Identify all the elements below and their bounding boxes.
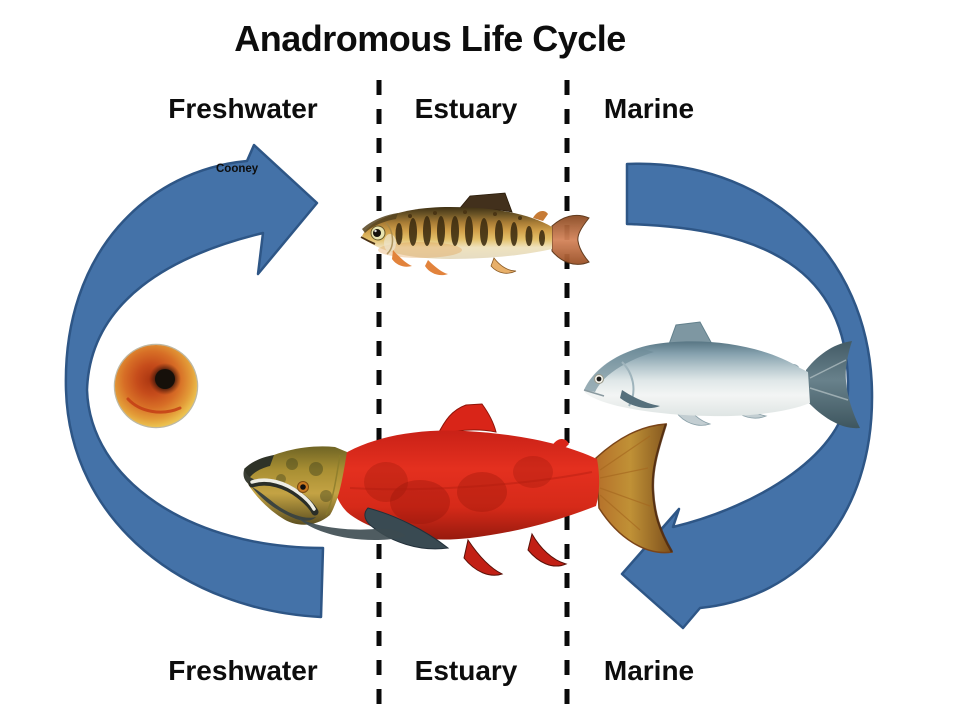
sockeye-dorsal-fin	[436, 403, 497, 437]
parr-pelvic-fin	[425, 260, 448, 276]
ocean-salmon-tail-fin	[806, 341, 860, 429]
parr-tail-fin	[551, 214, 590, 265]
sockeye-pupil	[300, 484, 306, 490]
egg-eyespot	[155, 369, 175, 389]
zone-label-top-marine: Marine	[603, 93, 695, 124]
sockeye-head-mottle	[286, 458, 298, 470]
parr-mark	[480, 218, 488, 246]
zone-label-top-estuary: Estuary	[414, 93, 518, 124]
sockeye-lateral-line	[349, 471, 593, 491]
ocean-adult-salmon-figure	[583, 321, 860, 429]
parr-mark	[495, 220, 503, 246]
parr-anal-fin	[490, 257, 517, 274]
sockeye-anal-fin	[527, 532, 568, 567]
ocean-salmon-pupil	[596, 376, 602, 382]
sockeye-mottle	[457, 472, 507, 512]
ocean-salmon-body	[584, 341, 810, 417]
zone-label-top-freshwater: Freshwater	[168, 93, 318, 124]
ocean-salmon-mouth	[583, 389, 605, 397]
zone-label-bottom-estuary: Estuary	[414, 655, 518, 686]
sockeye-mottle	[390, 480, 450, 524]
parr-mark	[539, 230, 545, 246]
parr-mark	[451, 216, 459, 246]
parr-mark	[395, 223, 403, 245]
juvenile-parr-figure	[360, 192, 590, 276]
page-title: Anadromous Life Cycle	[234, 18, 626, 59]
parr-spot	[493, 212, 497, 216]
sockeye-isthmus-shade	[298, 518, 406, 541]
sockeye-gill-line	[325, 454, 341, 516]
attribution-label: Cooney	[216, 163, 259, 175]
sockeye-snout	[244, 455, 274, 480]
parr-eye-glint	[374, 229, 377, 233]
sockeye-head-mottle	[309, 462, 323, 476]
zone-label-bottom-marine: Marine	[603, 655, 695, 686]
spawning-sockeye-figure	[243, 403, 674, 576]
sockeye-tail-rays	[599, 435, 651, 531]
sockeye-body	[331, 430, 600, 540]
parr-pectoral-fin	[392, 250, 412, 267]
sockeye-head-mottle	[320, 490, 332, 502]
parr-mark	[525, 226, 533, 246]
parr-spot	[518, 216, 522, 220]
zone-label-bottom-freshwater: Freshwater	[168, 655, 318, 686]
ocean-salmon-pectoral-fin	[620, 390, 660, 409]
sockeye-mottle	[513, 456, 553, 488]
parr-mark	[510, 222, 518, 246]
seaward-migration-arrow	[64, 143, 325, 619]
parr-mark	[409, 218, 417, 246]
parr-spot	[433, 211, 437, 215]
sockeye-mottle	[364, 462, 408, 502]
parr-snout-shade	[362, 213, 398, 233]
ocean-salmon-tail-streaks	[809, 359, 849, 401]
parr-gill-line	[385, 222, 394, 255]
parr-spot	[408, 214, 412, 218]
sockeye-pectoral-fin	[364, 507, 450, 550]
sockeye-tail-edge	[651, 423, 674, 553]
parr-mouth	[360, 236, 376, 245]
return-migration-arrow	[620, 162, 874, 630]
salmon-egg-figure	[113, 343, 199, 429]
parr-adipose-fin	[533, 210, 548, 221]
sockeye-pelvic-fin	[463, 538, 504, 576]
parr-mark	[465, 216, 473, 246]
egg-membrane-ring	[113, 343, 199, 429]
sockeye-gape-line	[250, 478, 316, 511]
parr-spot	[463, 210, 467, 214]
parr-pupil	[373, 229, 381, 237]
parr-mark	[437, 216, 445, 246]
egg-embryo-line	[126, 397, 182, 414]
parr-mark	[423, 216, 431, 246]
